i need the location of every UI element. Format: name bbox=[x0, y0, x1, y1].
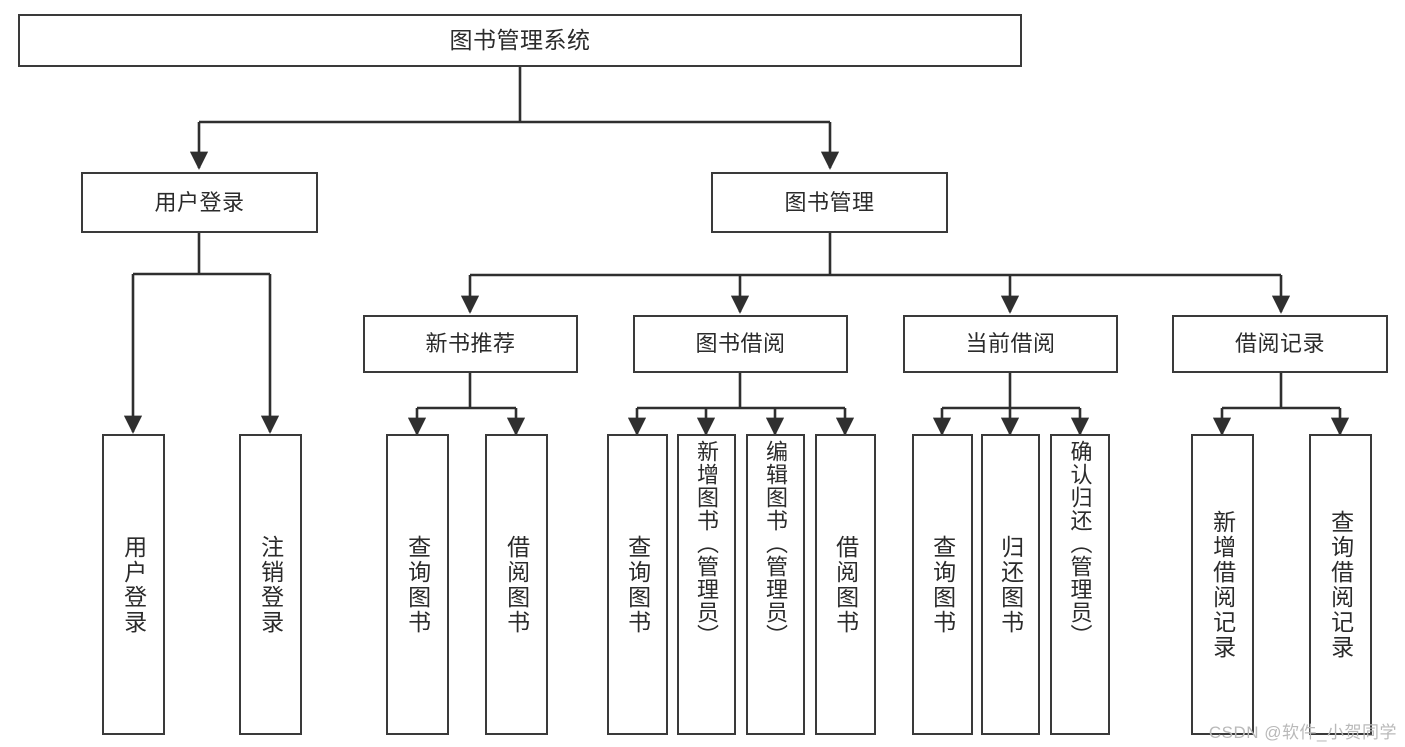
node-leaf-add-record[interactable]: 新增借阅记录 bbox=[1191, 434, 1254, 735]
node-leaf-query-book-3[interactable]: 查询图书 bbox=[912, 434, 973, 735]
node-book-borrow[interactable]: 图书借阅 bbox=[633, 315, 848, 373]
node-leaf-query-record[interactable]: 查询借阅记录 bbox=[1309, 434, 1372, 735]
node-leaf-query-book-2[interactable]: 查询图书 bbox=[607, 434, 668, 735]
node-leaf-query-record-label: 查询借阅记录 bbox=[1327, 509, 1354, 660]
node-leaf-return-book[interactable]: 归还图书 bbox=[981, 434, 1040, 735]
node-borrow-record-label: 借阅记录 bbox=[1234, 331, 1325, 357]
node-user-login-label: 用户登录 bbox=[154, 189, 245, 215]
node-leaf-query-book-1[interactable]: 查询图书 bbox=[386, 434, 449, 735]
node-new-book-recommend[interactable]: 新书推荐 bbox=[363, 315, 578, 373]
node-root[interactable]: 图书管理系统 bbox=[18, 14, 1022, 67]
node-user-login[interactable]: 用户登录 bbox=[81, 172, 318, 233]
node-leaf-query-book-1-label: 查询图书 bbox=[404, 534, 431, 635]
node-book-management[interactable]: 图书管理 bbox=[711, 172, 948, 233]
node-leaf-return-book-label: 归还图书 bbox=[997, 534, 1024, 635]
node-new-book-recommend-label: 新书推荐 bbox=[425, 331, 516, 357]
watermark: CSDN @软件_小贺同学 bbox=[1208, 723, 1397, 742]
node-leaf-borrow-book-1[interactable]: 借阅图书 bbox=[485, 434, 548, 735]
node-leaf-user-login[interactable]: 用户登录 bbox=[102, 434, 165, 735]
node-leaf-borrow-book-2[interactable]: 借阅图书 bbox=[815, 434, 876, 735]
node-borrow-record[interactable]: 借阅记录 bbox=[1172, 315, 1388, 373]
node-leaf-edit-book[interactable]: 编辑图书（管理员） bbox=[746, 434, 805, 735]
node-leaf-confirm-return-label: 确认归还（管理员） bbox=[1067, 440, 1093, 647]
node-root-label: 图书管理系统 bbox=[449, 26, 591, 53]
node-leaf-add-book-label: 新增图书（管理员） bbox=[694, 440, 720, 647]
node-current-borrow[interactable]: 当前借阅 bbox=[903, 315, 1118, 373]
node-leaf-add-book[interactable]: 新增图书（管理员） bbox=[677, 434, 736, 735]
node-book-borrow-label: 图书借阅 bbox=[695, 331, 786, 357]
node-leaf-query-book-3-label: 查询图书 bbox=[929, 534, 956, 635]
node-leaf-edit-book-label: 编辑图书（管理员） bbox=[763, 440, 789, 647]
node-current-borrow-label: 当前借阅 bbox=[965, 331, 1056, 357]
node-leaf-logout-login-label: 注销登录 bbox=[257, 534, 284, 635]
node-leaf-user-login-label: 用户登录 bbox=[120, 534, 147, 635]
node-leaf-logout-login[interactable]: 注销登录 bbox=[239, 434, 302, 735]
node-leaf-add-record-label: 新增借阅记录 bbox=[1209, 509, 1236, 660]
node-book-management-label: 图书管理 bbox=[784, 189, 875, 215]
node-leaf-confirm-return[interactable]: 确认归还（管理员） bbox=[1050, 434, 1110, 735]
node-leaf-borrow-book-2-label: 借阅图书 bbox=[832, 534, 859, 635]
node-leaf-borrow-book-1-label: 借阅图书 bbox=[503, 534, 530, 635]
node-leaf-query-book-2-label: 查询图书 bbox=[624, 534, 651, 635]
